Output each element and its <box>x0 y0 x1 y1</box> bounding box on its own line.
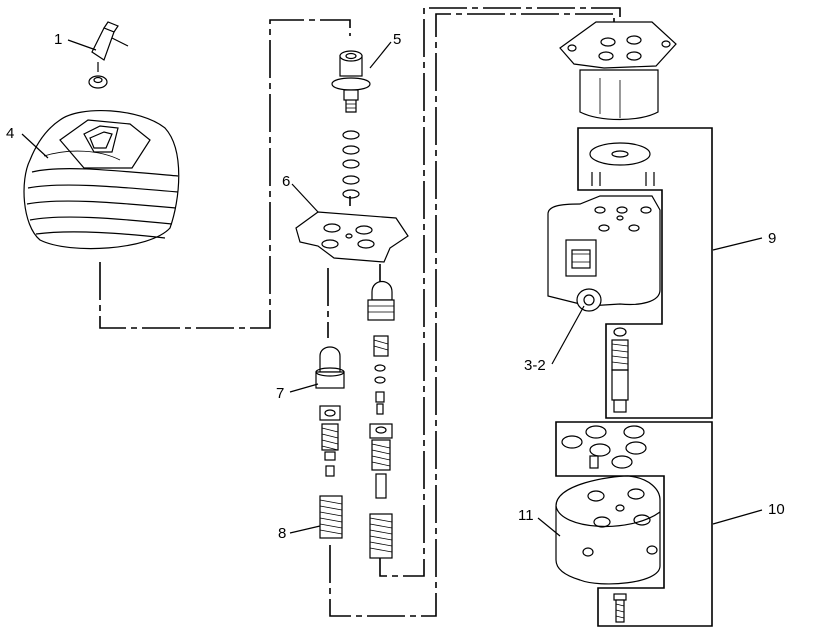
part-port-fitting <box>331 50 371 199</box>
callout-8: 8 <box>278 525 286 542</box>
part-right-spool-stack <box>367 280 395 559</box>
callout-11: 11 <box>518 507 534 524</box>
part-rubber-boot <box>23 110 180 250</box>
group-box-10 <box>555 421 713 627</box>
callout-3-2: 3-2 <box>524 357 546 374</box>
group-box-9 <box>547 127 713 419</box>
callout-9: 9 <box>768 230 776 247</box>
part-mounting-flange <box>559 21 677 121</box>
callout-5: 5 <box>393 31 401 48</box>
part-plate <box>295 211 409 263</box>
callout-labels: 1 4 5 6 7 8 9 3-2 10 11 <box>6 31 785 542</box>
callout-6: 6 <box>282 173 290 190</box>
part-lever-pin <box>88 21 129 89</box>
callout-4: 4 <box>6 125 14 142</box>
callout-7: 7 <box>276 385 284 402</box>
part-left-spool-stack <box>315 346 345 539</box>
callout-1: 1 <box>54 31 62 48</box>
assembly-connection-lines <box>99 7 621 617</box>
leader-lines <box>21 39 763 537</box>
callout-10: 10 <box>768 501 785 518</box>
